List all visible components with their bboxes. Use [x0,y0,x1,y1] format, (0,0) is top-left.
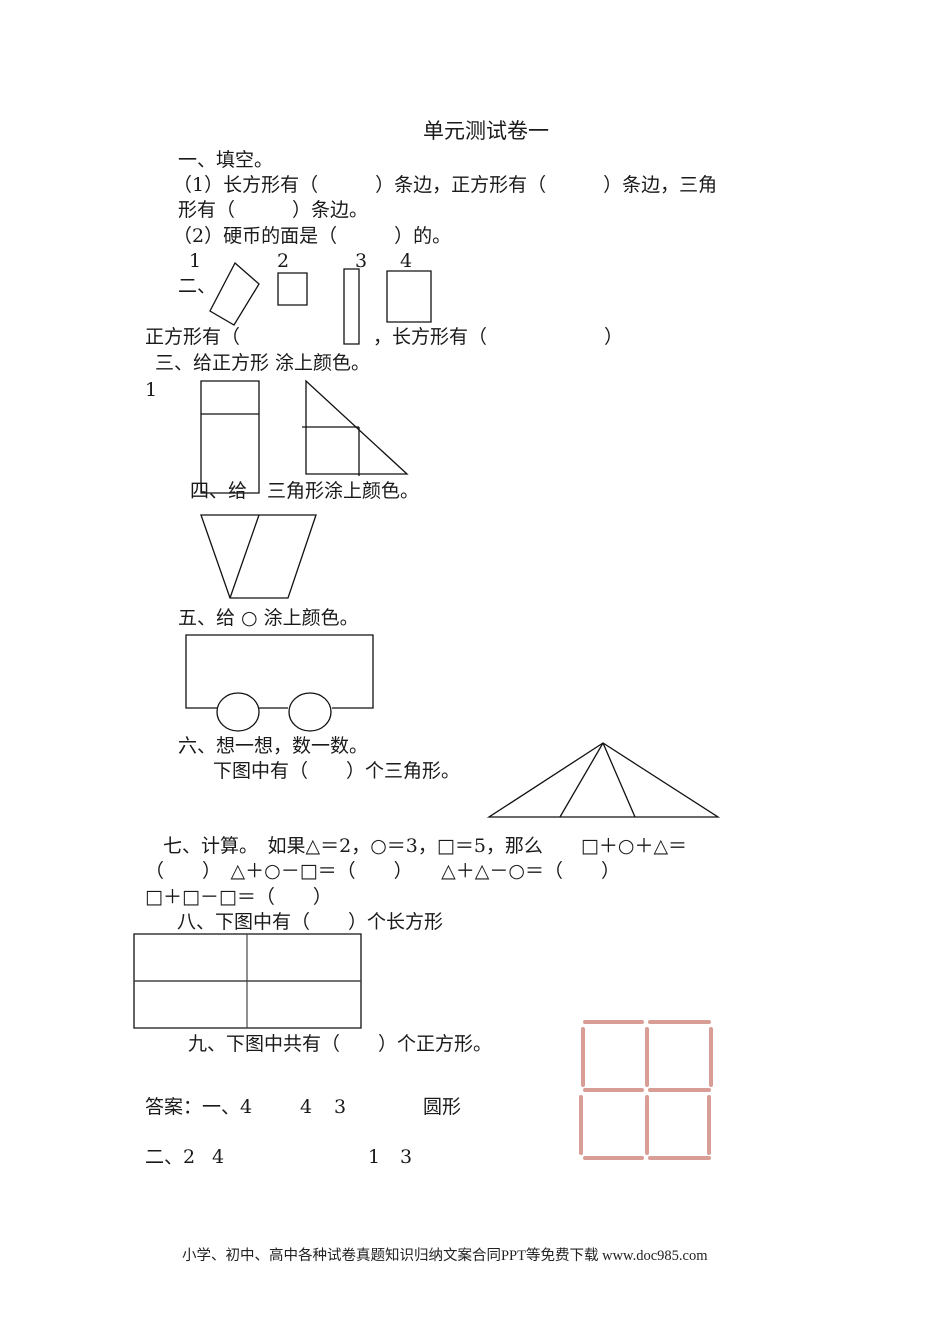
thin-rectangle-3 [344,269,359,344]
rectangle-prompt: ，长方形有（ [373,326,488,348]
section-1-heading: 一、填空。 [178,149,274,171]
large-triangle [489,743,718,817]
section-3-heading: 三、给正方形 涂上颜色。 [155,352,371,374]
section-7-line-3: □＋□－□＝（ ） [145,886,332,908]
question-1-line-2: 形有（ ）条边。 [178,199,369,221]
wheel-circle-left [217,693,259,731]
cart-body [186,635,373,708]
section-8-heading: 八、下图中有（ ）个长方形 [177,911,444,933]
trapezoid-figure [195,510,325,605]
shape-label-1: 1 [189,250,202,272]
page-title: 单元测试卷一 [423,119,549,143]
answer-line-1-b: 4 [300,1096,313,1118]
section-6-heading: 六、想一想，数一数。 [178,735,369,757]
shape-label-4: 4 [400,250,413,272]
matchstick-squares-figure [575,1015,720,1165]
square-prompt: 正方形有（ [145,326,241,348]
shape-label-3: 3 [355,250,368,272]
question-2: （2）硬币的面是（ ）的。 [173,225,452,247]
section-2-shapes [190,255,450,355]
shape-label-2: 2 [277,250,290,272]
answer-line-1-c: 3 [334,1096,347,1118]
answer-line-1-prefix: 答案：一、4 [145,1096,253,1118]
section-4-heading-right: 三角形涂上颜色。 [267,480,420,502]
section-7-line-2: （ ） △＋○－□＝（ ） △＋△－○＝（ ） [145,860,620,882]
section-3-label: 1 [145,379,158,401]
answer-line-2-d: 3 [400,1146,413,1168]
trapezoid [201,515,316,598]
cart-figure [180,630,380,735]
square-4 [387,271,431,322]
question-1-line-1: （1）长方形有（ ）条边，正方形有（ ）条边，三角 [173,174,718,196]
answer-line-2-c: 1 [368,1146,381,1168]
answer-line-1-d: 圆形 [423,1096,462,1118]
square-2 [278,273,307,305]
section-7-line-1: 七、计算。 如果△＝2，○＝3，□＝5，那么 □＋○＋△＝ [163,835,688,857]
footer-text: 小学、初中、高中各种试卷真题知识归纳文案合同PPT等免费下载 www.doc98… [182,1248,708,1264]
divided-rectangle [201,381,259,493]
rectangle-grid-figure [130,930,365,1032]
wheel-circle-right [289,693,331,731]
tilted-rectangle-1 [210,263,259,325]
triangle-fan-figure [480,735,730,825]
close-paren: ） [604,326,624,348]
section-9-heading: 九、下图中共有（ ）个正方形。 [188,1033,493,1055]
answer-line-2-b: 4 [212,1146,225,1168]
section-4-heading-left: 四、给 [190,480,248,502]
section-3-shapes [195,375,415,500]
answer-line-2-prefix: 二、2 [145,1146,196,1168]
section-6-question: 下图中有（ ）个三角形。 [213,760,461,782]
section-2-heading: 二、 [178,275,217,297]
section-5-heading: 五、给 ○ 涂上颜色。 [178,607,359,629]
